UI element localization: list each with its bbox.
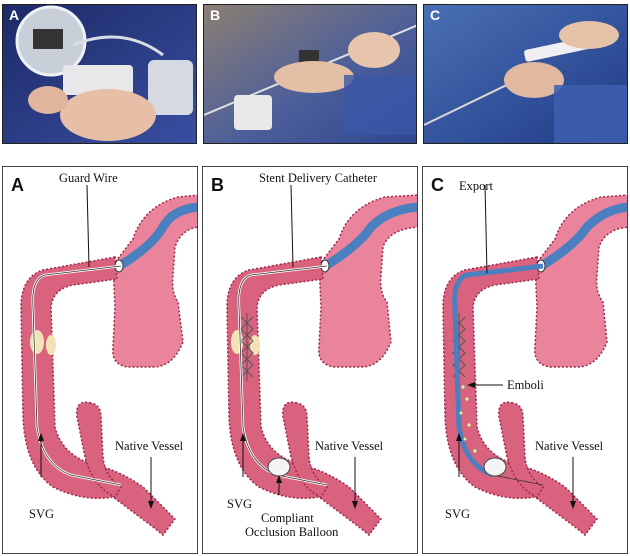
balloon-label-line1: Compliant [261, 511, 314, 525]
photo-b: B [203, 4, 417, 144]
native-vessel [282, 401, 329, 498]
stent [240, 313, 254, 381]
native-vessel-label: Native Vessel [535, 439, 604, 453]
native-vessel [76, 401, 123, 498]
aorta [534, 194, 627, 368]
plaque [30, 330, 44, 354]
svg-label: SVG [445, 507, 471, 521]
occlusion-balloon [483, 457, 507, 477]
panel-letter: B [211, 175, 224, 195]
native-vessel-label: Native Vessel [115, 439, 184, 453]
leader-line [290, 184, 294, 268]
leader-line [86, 184, 90, 268]
emboli [458, 384, 478, 454]
panel-letter: C [431, 175, 444, 195]
vessel-illustration [20, 184, 197, 537]
photo-letter: C [430, 7, 441, 23]
guide-catheter [538, 202, 627, 270]
guide-catheter [322, 202, 417, 270]
export-label: Export [459, 179, 494, 193]
photo-c-image [424, 5, 627, 143]
diagram-panel-a: A Guard Wire Native Vessel SVG [2, 166, 198, 554]
photo-c: C [423, 4, 628, 144]
leader-line [484, 184, 488, 274]
plaque [46, 335, 56, 355]
diagram-panel-c: C Export Emboli Native Vessel SVG [422, 166, 628, 554]
photo-letter: A [9, 7, 20, 23]
diagram-panel-b: B Stent Delivery Catheter Native Vessel … [202, 166, 418, 554]
aorta [112, 194, 197, 368]
photo-letter: B [210, 7, 221, 23]
vessel-illustration [442, 184, 627, 537]
emboli-label: Emboli [507, 378, 544, 392]
photo-a-image [3, 5, 196, 143]
guard-wire-label: Guard Wire [59, 171, 118, 185]
svg-label: SVG [29, 507, 55, 521]
saphenous-vein-graft [20, 256, 176, 537]
occlusion-balloon [267, 457, 291, 477]
aorta [318, 194, 417, 368]
panel-letter: A [11, 175, 24, 195]
photo-b-image [204, 5, 416, 143]
photo-a: A [2, 4, 197, 144]
export-catheter [452, 263, 544, 478]
svg-label: SVG [227, 497, 253, 511]
native-vessel-label: Native Vessel [315, 439, 384, 453]
saphenous-vein-graft [226, 256, 382, 537]
stent-delivery-catheter-label: Stent Delivery Catheter [259, 171, 378, 185]
balloon-label-line2: Occlusion Balloon [245, 525, 339, 539]
guide-catheter [116, 202, 197, 270]
native-vessel [498, 401, 545, 498]
vessel-illustration [226, 184, 417, 537]
saphenous-vein-graft [442, 256, 598, 537]
